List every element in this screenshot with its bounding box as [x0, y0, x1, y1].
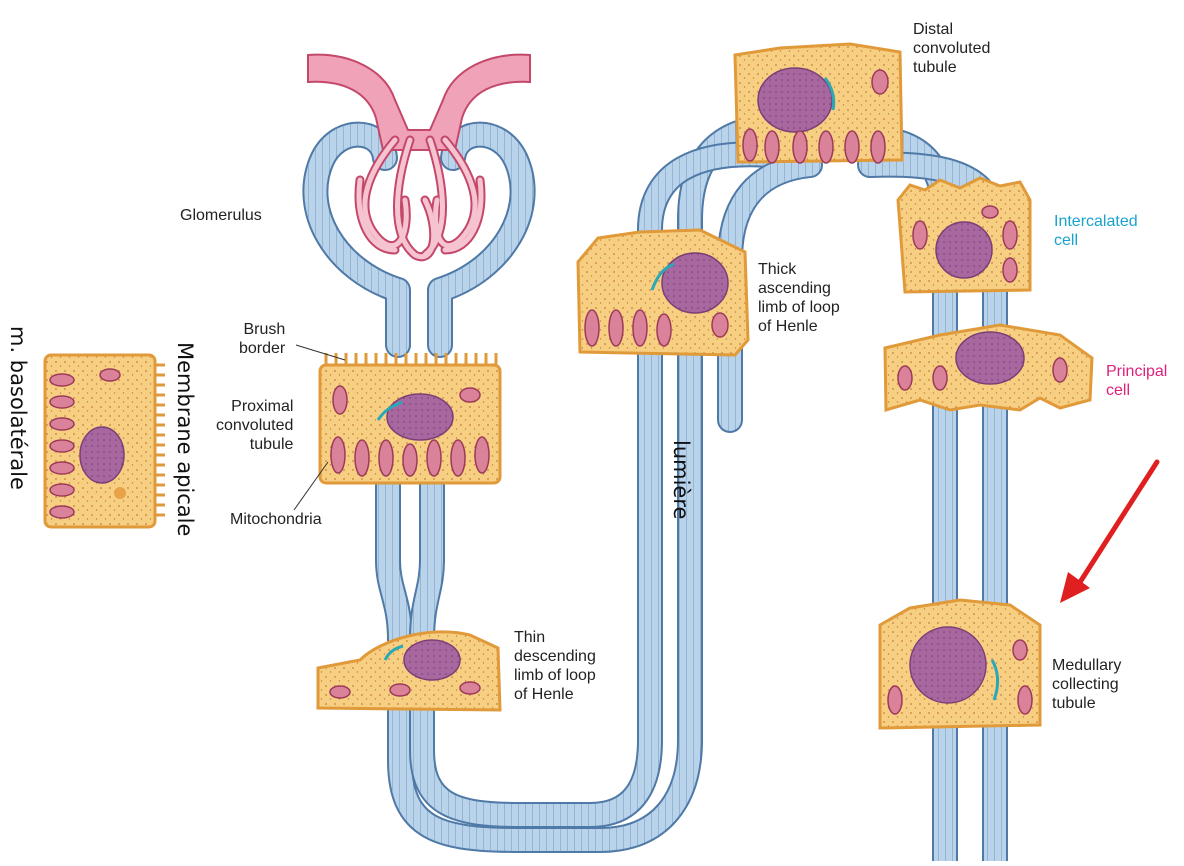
glomerulus	[307, 53, 531, 262]
principal-label: Principal cell	[1106, 363, 1168, 399]
thick-ascending-cell	[576, 228, 750, 357]
dct-cell	[733, 42, 904, 164]
pct-label: Proximal convoluted tubule	[216, 398, 294, 453]
medullary-label: Medullary collecting tubule	[1052, 657, 1122, 712]
intercalated-cell	[896, 176, 1032, 294]
m-basolaterale-label: m. basolatérale	[6, 326, 30, 490]
medullary-collecting-cell	[878, 598, 1042, 730]
dct-label: Distal convoluted tubule	[913, 21, 991, 76]
mitochondria-label: Mitochondria	[230, 511, 322, 528]
lumiere-label: lumière	[669, 440, 693, 520]
glomerulus-label: Glomerulus	[180, 207, 262, 224]
thick-ascending-label: Thick ascending limb of loop of Henle	[758, 261, 840, 335]
red-arrow	[1060, 459, 1160, 603]
principal-cell	[883, 323, 1094, 412]
basolateral-cell	[43, 353, 165, 529]
membrane-apicale-label: Membrane apicale	[173, 342, 197, 537]
leader-lines	[293, 344, 346, 511]
brush-border-label: Brush border	[239, 321, 286, 357]
pct-cell	[318, 353, 502, 485]
thin-descending-label: Thin descending limb of loop of Henle	[514, 629, 596, 703]
thin-descending-cell	[316, 630, 502, 712]
intercalated-label: Intercalated cell	[1054, 213, 1138, 249]
